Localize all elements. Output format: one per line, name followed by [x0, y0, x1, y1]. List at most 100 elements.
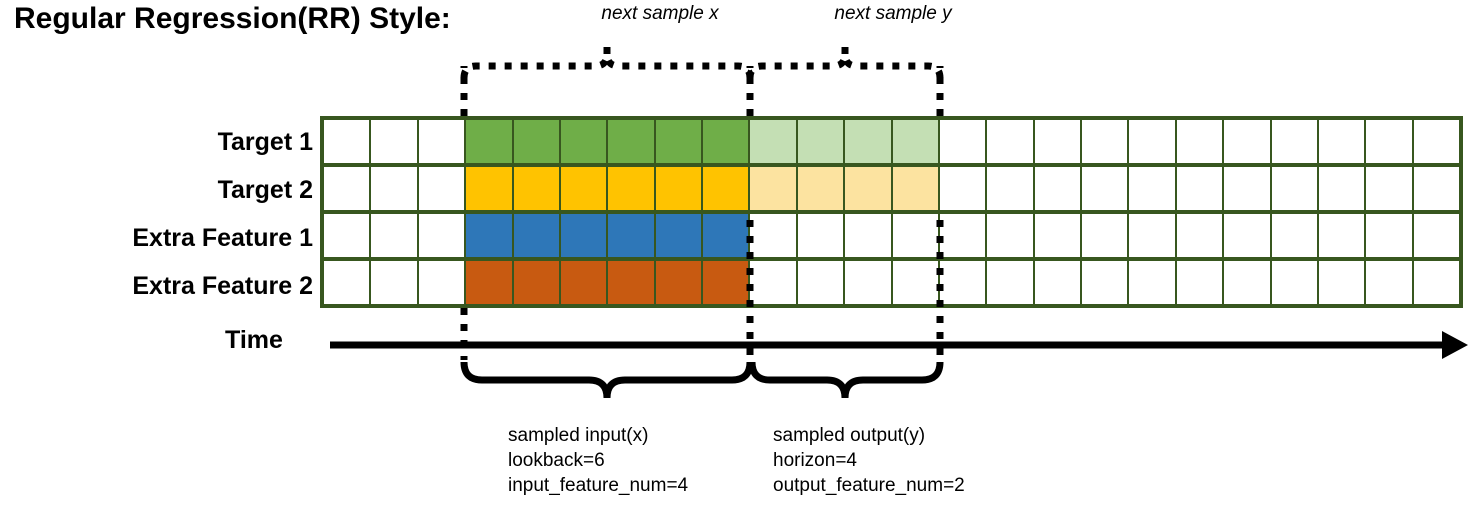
grid-cell-empty: [1224, 214, 1270, 257]
time-axis-arrow: [330, 331, 1468, 359]
grid-cell-input: [703, 120, 749, 163]
caption-output-line-1: sampled output(y): [773, 425, 926, 446]
next-sample-y-label: next sample y: [834, 3, 952, 24]
brace-next-sample-x-left: [460, 53, 611, 79]
caption-input-line-1: sampled input(x): [508, 425, 649, 446]
grid-cell-input: [560, 214, 607, 257]
grid-cell-input: [466, 167, 512, 210]
grid-cell-empty: [939, 261, 986, 304]
grid-cell-empty: [1176, 167, 1223, 210]
row-label-extra-feature-1: Extra Feature 1: [132, 224, 313, 252]
grid-cell-output: [892, 167, 938, 210]
grid-cell-empty: [1413, 214, 1459, 257]
grid-cell-input: [655, 261, 701, 304]
grid-cell-input: [513, 214, 559, 257]
grid-cell-empty: [1129, 120, 1175, 163]
grid-cell-empty: [1082, 120, 1128, 163]
row-label-target-1: Target 1: [217, 128, 313, 156]
grid-cell-output: [845, 167, 891, 210]
row-label-extra-feature-2: Extra Feature 2: [132, 272, 313, 300]
grid-cell-empty: [1129, 214, 1175, 257]
grid-cell-empty: [1129, 261, 1175, 304]
grid-cell-empty: [418, 120, 465, 163]
grid-cell-input: [608, 120, 654, 163]
grid-cell-empty: [750, 261, 796, 304]
grid-cell-empty: [939, 214, 986, 257]
brace-sampled-output-left: [748, 361, 849, 399]
grid-cell-empty: [1224, 120, 1270, 163]
caption-input-line-3: input_feature_num=4: [508, 475, 689, 496]
grid-cell-empty: [750, 214, 796, 257]
grid-cell-empty: [1413, 261, 1459, 304]
grid-cell-empty: [371, 120, 417, 163]
grid-cell-empty: [1318, 261, 1365, 304]
grid-cell-empty: [1271, 120, 1317, 163]
brace-next-sample-x-right: [603, 53, 754, 79]
caption-output-line-2: horizon=4: [773, 450, 857, 471]
grid-cell-empty: [987, 167, 1033, 210]
grid-cell-empty: [371, 261, 417, 304]
grid-cell-output: [750, 120, 796, 163]
grid-cell-empty: [987, 120, 1033, 163]
grid-cell-empty: [1318, 214, 1365, 257]
grid-cell-empty: [418, 214, 465, 257]
grid-cell-empty: [324, 261, 370, 304]
grid-cell-input: [655, 167, 701, 210]
grid-cell-input: [608, 214, 654, 257]
grid-cell-empty: [1176, 261, 1223, 304]
grid-row: [324, 120, 1459, 163]
brace-sampled-input-right: [603, 361, 754, 399]
grid-cell-empty: [1366, 261, 1412, 304]
page-title: Regular Regression(RR) Style:: [14, 2, 451, 35]
grid-cell-empty: [1271, 167, 1317, 210]
grid-cell-empty: [1366, 167, 1412, 210]
grid-cell-empty: [1034, 167, 1080, 210]
grid-cell-input: [560, 261, 607, 304]
grid-cell-input: [513, 120, 559, 163]
grid-cell-output: [797, 120, 844, 163]
grid-cell-empty: [845, 261, 891, 304]
grid-cell-empty: [1413, 167, 1459, 210]
grid-cell-input: [703, 261, 749, 304]
grid-cell-empty: [418, 261, 465, 304]
grid-cell-input: [608, 167, 654, 210]
grid-cell-empty: [939, 120, 986, 163]
caption-sampled-output: sampled output(y) horizon=4 output_featu…: [773, 423, 965, 498]
grid-cell-input: [655, 120, 701, 163]
grid-cell-empty: [1366, 120, 1412, 163]
row-label-target-2: Target 2: [217, 176, 313, 204]
grid-cell-empty: [324, 167, 370, 210]
time-axis-label: Time: [225, 326, 283, 354]
grid-cell-input: [703, 214, 749, 257]
grid-row: [324, 261, 1459, 304]
grid-cell-empty: [371, 214, 417, 257]
grid-cell-input: [513, 261, 559, 304]
brace-sampled-input-left: [460, 361, 611, 399]
grid-cell-empty: [418, 167, 465, 210]
grid-cell-empty: [371, 167, 417, 210]
grid-cell-empty: [1413, 120, 1459, 163]
grid-cell-output: [750, 167, 796, 210]
grid-cell-empty: [987, 261, 1033, 304]
grid-cell-input: [466, 214, 512, 257]
caption-output-line-3: output_feature_num=2: [773, 475, 965, 496]
grid-cell-empty: [1318, 120, 1365, 163]
brace-next-sample-y-right: [841, 53, 944, 79]
grid-cell-empty: [1224, 261, 1270, 304]
caption-sampled-input: sampled input(x) lookback=6 input_featur…: [508, 423, 688, 498]
grid-cell-empty: [939, 167, 986, 210]
grid-cell-empty: [892, 261, 938, 304]
grid-row: [324, 167, 1459, 210]
timeline-grid: [320, 116, 1463, 308]
grid-cell-output: [892, 120, 938, 163]
grid-cell-empty: [797, 261, 844, 304]
grid-cell-empty: [892, 214, 938, 257]
grid-cell-empty: [324, 120, 370, 163]
grid-cell-empty: [1366, 214, 1412, 257]
brace-sampled-output-right: [841, 361, 944, 399]
grid-cell-empty: [1082, 261, 1128, 304]
grid-cell-input: [560, 120, 607, 163]
grid-cell-empty: [1034, 261, 1080, 304]
grid-cell-input: [655, 214, 701, 257]
grid-cell-empty: [1176, 120, 1223, 163]
